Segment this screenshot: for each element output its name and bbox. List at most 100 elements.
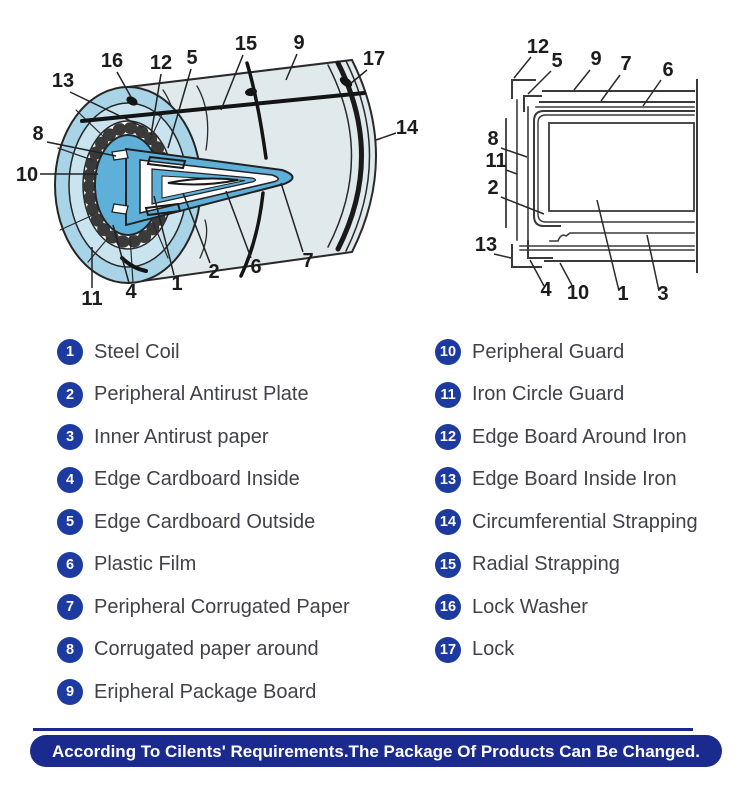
edge-cardboard-marker-bottom: [144, 202, 182, 217]
legend-item-8: 8 Corrugated paper around: [57, 636, 350, 663]
diagram-label-11: 11: [81, 288, 102, 310]
legend-number-badge: 8: [57, 636, 83, 663]
legend-item-label: Radial Strapping: [472, 553, 620, 575]
leader-line-11: [505, 169, 518, 175]
legend-number-badge: 6: [57, 551, 83, 578]
diagram-label-8: 8: [32, 123, 43, 145]
diagram-label-13: 13: [52, 70, 74, 92]
section-label-2: 2: [487, 177, 498, 199]
leader-line-4: [529, 259, 545, 287]
legend-item-label: Peripheral Guard: [472, 340, 625, 363]
banner-top-line: [33, 728, 693, 731]
legend-number-badge: 4: [57, 466, 83, 493]
legend-item-label: Lock: [472, 638, 515, 660]
legend-item-label: Circumferential Strapping: [472, 510, 698, 533]
bore-notch-top: [111, 149, 129, 161]
legend-item-12: 12 Edge Board Around Iron: [435, 424, 698, 450]
legend-number-badge: 15: [435, 551, 461, 578]
legend-number-badge: 16: [435, 594, 461, 620]
section-label-12: 12: [527, 36, 549, 58]
legend-item-label: Iron Circle Guard: [472, 383, 625, 405]
legend-item-14: 14 Circumferential Strapping: [435, 509, 698, 535]
edge-cardboard-marker-top: [146, 155, 187, 170]
legend-number-badge: 2: [57, 381, 83, 408]
legend-item-10: 10 Peripheral Guard: [435, 339, 698, 365]
leader-line-6: [225, 190, 252, 259]
coil-3d-number-labels: 13 16 12 5 15 9 17 14 8 10 11 4 1 2 6 7: [16, 32, 419, 310]
diagram-label-7: 7: [302, 250, 313, 272]
leader-line-15: [220, 54, 244, 111]
leader-line-13: [69, 91, 144, 128]
legend-item-5: 5 Edge Cardboard Outside: [57, 509, 350, 535]
legend-item-label: Edge Cardboard Inside: [94, 468, 300, 490]
leader-line-9: [573, 69, 591, 91]
legend-item-4: 4 Edge Cardboard Inside: [57, 466, 350, 493]
legend-item-17: 17 Lock: [435, 636, 698, 663]
section-label-10: 10: [567, 282, 589, 304]
leader-line-13: [493, 253, 512, 259]
legend-item-label: Steel Coil: [94, 340, 180, 363]
body-segment-line: [196, 85, 209, 151]
corner-bracket-5: [523, 95, 542, 112]
legend-number-badge: 17: [435, 636, 461, 663]
cross-strap-lower: [239, 191, 265, 278]
leader-line-5: [167, 68, 192, 149]
cross-section-leader-lines: [493, 56, 662, 292]
section-label-3: 3: [657, 283, 668, 305]
legend-item-15: 15 Radial Strapping: [435, 551, 698, 578]
leader-line-16: [116, 71, 132, 98]
coil-3d-leader-lines: [40, 53, 397, 288]
strap-buckle: [245, 87, 257, 97]
diagram-label-12: 12: [150, 52, 172, 74]
legend-number-badge: 3: [57, 424, 83, 450]
cross-section-number-labels: 12 5 9 7 6 8 11 2 13 4 10 1 3: [475, 36, 674, 305]
diagram-label-15: 15: [235, 33, 257, 55]
leader-line-14: [375, 132, 397, 141]
legend-item-11: 11 Iron Circle Guard: [435, 381, 698, 408]
antirust-plate-outer: [533, 110, 695, 227]
leader-line-7: [280, 182, 304, 253]
leader-line-6: [642, 79, 662, 107]
body-segment-line: [199, 219, 208, 259]
legend-item-7: 7 Peripheral Corrugated Paper: [57, 594, 350, 620]
leader-line-8: [46, 141, 117, 157]
legend-item-9: 9 Eripheral Package Board: [57, 679, 350, 705]
section-label-9: 9: [590, 48, 601, 70]
legend-number-badge: 10: [435, 339, 461, 365]
legend-number-badge: 9: [57, 679, 83, 705]
leader-line-7: [600, 74, 621, 102]
leader-line-4: [112, 224, 130, 284]
footer-note-banner: According To Cilents' Requirements.The P…: [30, 735, 722, 767]
legend-number-badge: 12: [435, 424, 461, 450]
cross-strap-upper: [245, 61, 268, 160]
legend-item-label: Edge Cardboard Outside: [94, 510, 316, 533]
legend-number-badge: 13: [435, 466, 461, 493]
legend-item-label: Edge Board Around Iron: [472, 425, 687, 448]
leader-line-2: [500, 196, 545, 215]
legend-item-label: Plastic Film: [94, 553, 197, 575]
legend-number-badge: 11: [435, 381, 461, 408]
diagram-label-5: 5: [186, 47, 197, 69]
section-label-11: 11: [485, 150, 506, 172]
leader-line-10: [559, 262, 575, 290]
layer-line-3: [549, 232, 695, 242]
section-label-4: 4: [540, 279, 552, 301]
legend-item-label: Peripheral Corrugated Paper: [94, 595, 350, 618]
leader-line-9: [285, 53, 298, 81]
diagram-label-6: 6: [250, 256, 261, 278]
legend-column-left: 1 Steel Coil 2 Peripheral Antirust Plate…: [57, 339, 350, 722]
legend-item-label: Edge Board Inside Iron: [472, 468, 677, 490]
antirust-plate-inner: [537, 114, 695, 223]
legend-item-6: 6 Plastic Film: [57, 551, 350, 578]
coil-3d-cutaway-diagram: 13 16 12 5 15 9 17 14 8 10 11 4 1 2 6 7: [16, 32, 698, 310]
legend-item-label: Corrugated paper around: [94, 638, 319, 660]
legend-number-badge: 7: [57, 594, 83, 620]
legend-item-2: 2 Peripheral Antirust Plate: [57, 381, 350, 408]
section-label-13: 13: [475, 234, 497, 256]
strap-stub-bottom: [120, 256, 148, 273]
right-end-band-inner: [327, 64, 353, 248]
section-label-5: 5: [551, 50, 562, 72]
section-label-6: 6: [662, 59, 673, 81]
diagram-label-16: 16: [101, 50, 123, 72]
